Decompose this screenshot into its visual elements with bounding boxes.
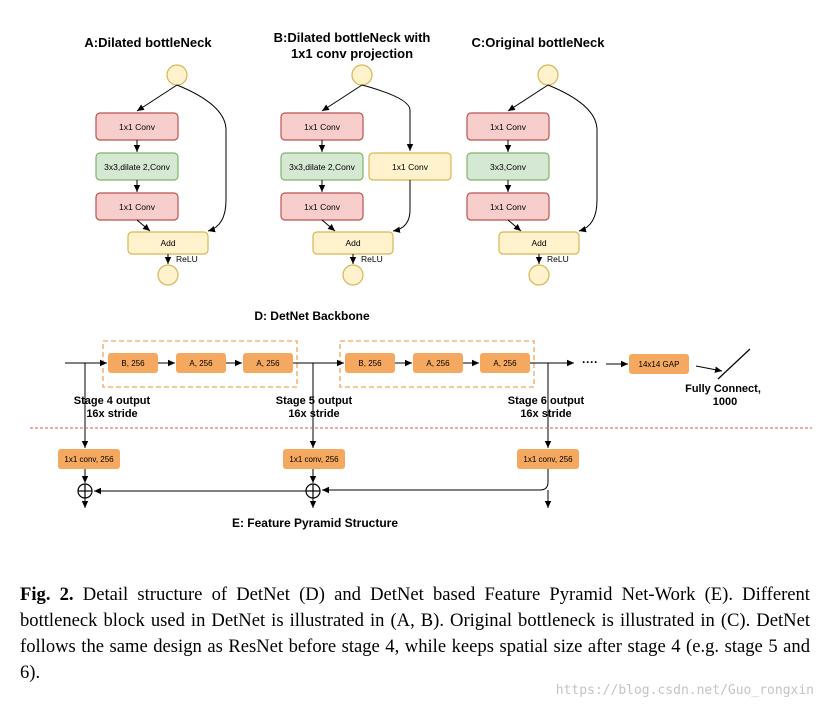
stage5-output-label: Stage 5 output [276,395,353,407]
detnet-backbone: D: DetNet Backbone B, 256 A, 256 A, 256 … [65,309,761,448]
panel-b-conv1x1-bottom-label: 1x1 Conv [304,202,341,212]
panel-a-output-node [157,264,179,286]
panel-a-relu-label: ReLU [176,254,198,264]
stage6-block-a2-label: A, 256 [493,359,517,368]
panel-c-input-node [537,64,559,86]
panel-b-relu-label: ReLU [361,254,383,264]
gap-block-label: 14x14 GAP [639,360,680,369]
watermark: https://blog.csdn.net/Guo_rongxin [555,683,814,698]
fpn-title: E: Feature Pyramid Structure [232,516,398,530]
stage6-block-a1-label: A, 256 [426,359,450,368]
fpn-sum-stage4-icon [77,483,93,499]
stage6-block-a2 [480,353,530,373]
stage4-stride-label: 16x stride [86,408,137,420]
panel-c-relu-label: ReLU [547,254,569,264]
panel-a-add-label: Add [160,238,175,248]
panel-b-conv-dilate-label: 3x3,dilate 2,Conv [289,162,355,172]
panel-a-dilated-bottleneck: A:Dilated bottleNeck 1x1 Conv 3x3,dilate… [84,35,227,286]
stage5-block-a1-label: A, 256 [189,359,213,368]
panel-a-title: A:Dilated bottleNeck [84,35,212,50]
panel-b-input-node [351,64,373,86]
caption-text: Detail structure of DetNet (D) and DetNe… [20,584,810,683]
fpn-conv-stage6 [517,449,579,469]
stage6-block-a1 [413,353,463,373]
detnet-diagram: A:Dilated bottleNeck 1x1 Conv 3x3,dilate… [30,30,812,530]
stage6-block-b [345,353,395,373]
panel-a-conv1x1-bottom-label: 1x1 Conv [119,202,156,212]
panel-c-original-bottleneck: C:Original bottleNeck 1x1 Conv 3x3,Conv … [466,35,606,286]
caption-label: Fig. 2. [20,584,74,605]
fully-connect-label-line2: 1000 [713,396,737,408]
stage5-block-b [108,353,158,373]
continuation-dots: ···· [582,355,598,369]
panel-b-title-line1: B:Dilated bottleNeck with [274,30,431,45]
panel-c-conv1x1-top-label: 1x1 Conv [490,122,527,132]
stage4-output-label: Stage 4 output [74,395,151,407]
panel-a-conv-dilate-label: 3x3,dilate 2,Conv [104,162,170,172]
stage6-block-b-label: B, 256 [358,359,382,368]
panel-c-conv1x1-bottom-label: 1x1 Conv [490,202,527,212]
fpn-sum-stage5-icon [305,483,321,499]
panel-b-projection-conv-label: 1x1 Conv [392,162,429,172]
figure-caption: Fig. 2. Detail structure of DetNet (D) a… [20,582,810,686]
stage5-block-b-label: B, 256 [121,359,145,368]
panel-c-conv3x3-label: 3x3,Conv [490,162,527,172]
fpn-conv-stage6-label: 1x1 conv, 256 [523,455,573,464]
panel-c-title: C:Original bottleNeck [472,35,606,50]
feature-pyramid-structure: 1x1 conv, 256 1x1 conv, 256 1x1 conv, 25… [58,449,579,530]
stage5-stride-label: 16x stride [288,408,339,420]
panel-b-output-node [342,264,364,286]
backbone-title: D: DetNet Backbone [254,309,370,323]
fully-connect-layer [717,348,751,380]
fpn-conv-stage4 [58,449,120,469]
stage6-output-label: Stage 6 output [508,395,585,407]
stage6-stride-label: 16x stride [520,408,571,420]
fully-connect-label-line1: Fully Connect, [685,383,761,395]
panel-c-output-node [528,264,550,286]
panel-b-conv1x1-top-label: 1x1 Conv [304,122,341,132]
stage5-block-a1 [176,353,226,373]
fpn-conv-stage5 [283,449,345,469]
panel-c-add-label: Add [531,238,546,248]
fpn-conv-stage4-label: 1x1 conv, 256 [64,455,114,464]
stage5-block-a2 [243,353,293,373]
panel-a-input-node [166,64,188,86]
fpn-conv-stage5-label: 1x1 conv, 256 [289,455,339,464]
panel-b-dilated-bottleneck-projection: B:Dilated bottleNeck with 1x1 conv proje… [274,30,452,286]
panel-b-title-line2: 1x1 conv projection [291,46,413,61]
panel-b-add-label: Add [345,238,360,248]
panel-a-conv1x1-top-label: 1x1 Conv [119,122,156,132]
stage5-block-a2-label: A, 256 [256,359,280,368]
gap-block [629,354,689,374]
